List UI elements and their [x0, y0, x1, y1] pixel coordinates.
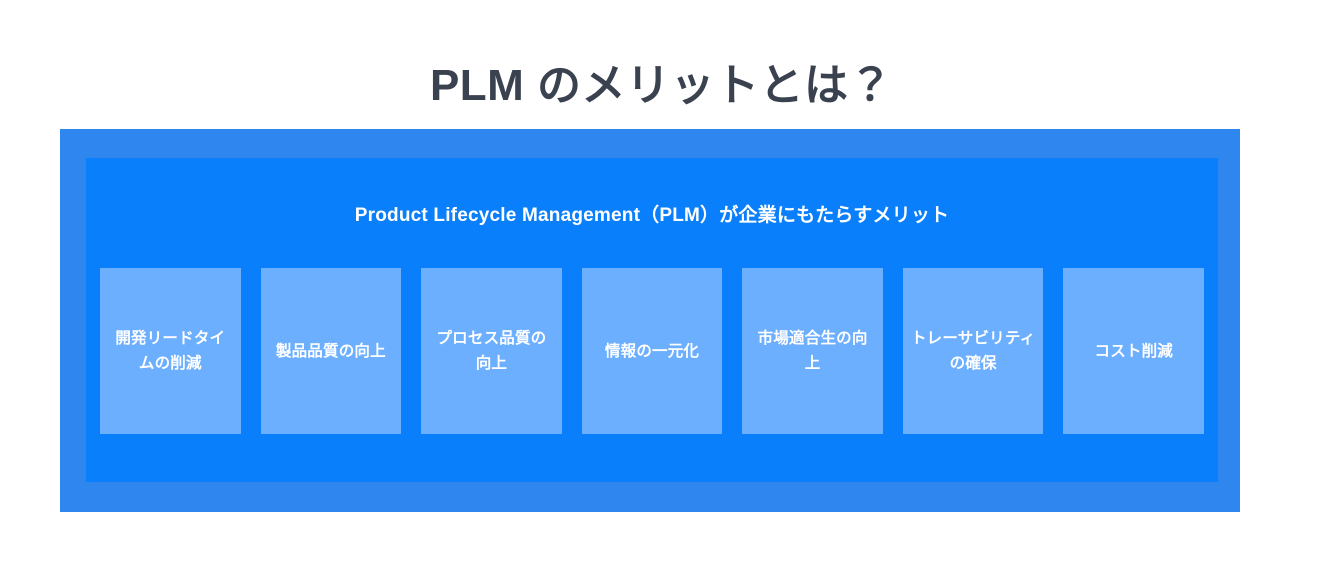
- benefit-card: 情報の一元化: [581, 268, 723, 434]
- page-title: PLM のメリットとは？: [429, 61, 894, 111]
- benefit-card-label: 製品品質の向上: [275, 342, 386, 360]
- benefit-card: コスト削減: [1063, 268, 1205, 434]
- benefit-card-label: 市場適合生の向上: [757, 330, 868, 372]
- diagram-outer-frame: Product Lifecycle Management（PLM）が企業にもたら…: [60, 129, 1240, 512]
- benefit-card: 製品品質の向上: [260, 268, 402, 434]
- benefit-card: 市場適合生の向上: [742, 268, 883, 434]
- benefit-card-label: プロセス品質の向上: [436, 330, 547, 372]
- benefit-card: 開発リードタイムの削減: [100, 268, 241, 434]
- benefit-card-label: 開発リードタイムの削減: [115, 330, 226, 372]
- benefit-card-label: トレーサビリティの確保: [910, 330, 1036, 372]
- diagram-heading: Product Lifecycle Management（PLM）が企業にもたら…: [354, 204, 950, 226]
- benefit-card: プロセス品質の向上: [421, 268, 562, 434]
- benefit-card-label: コスト削減: [1094, 342, 1174, 360]
- benefit-card-row: 開発リードタイムの削減 製品品質の向上 プロセス品質の向上 情報の一元化 市場適…: [100, 268, 1205, 434]
- diagram-inner-panel: Product Lifecycle Management（PLM）が企業にもたら…: [86, 158, 1218, 482]
- benefit-card: トレーサビリティの確保: [902, 268, 1044, 434]
- benefit-card-label: 情報の一元化: [604, 342, 700, 360]
